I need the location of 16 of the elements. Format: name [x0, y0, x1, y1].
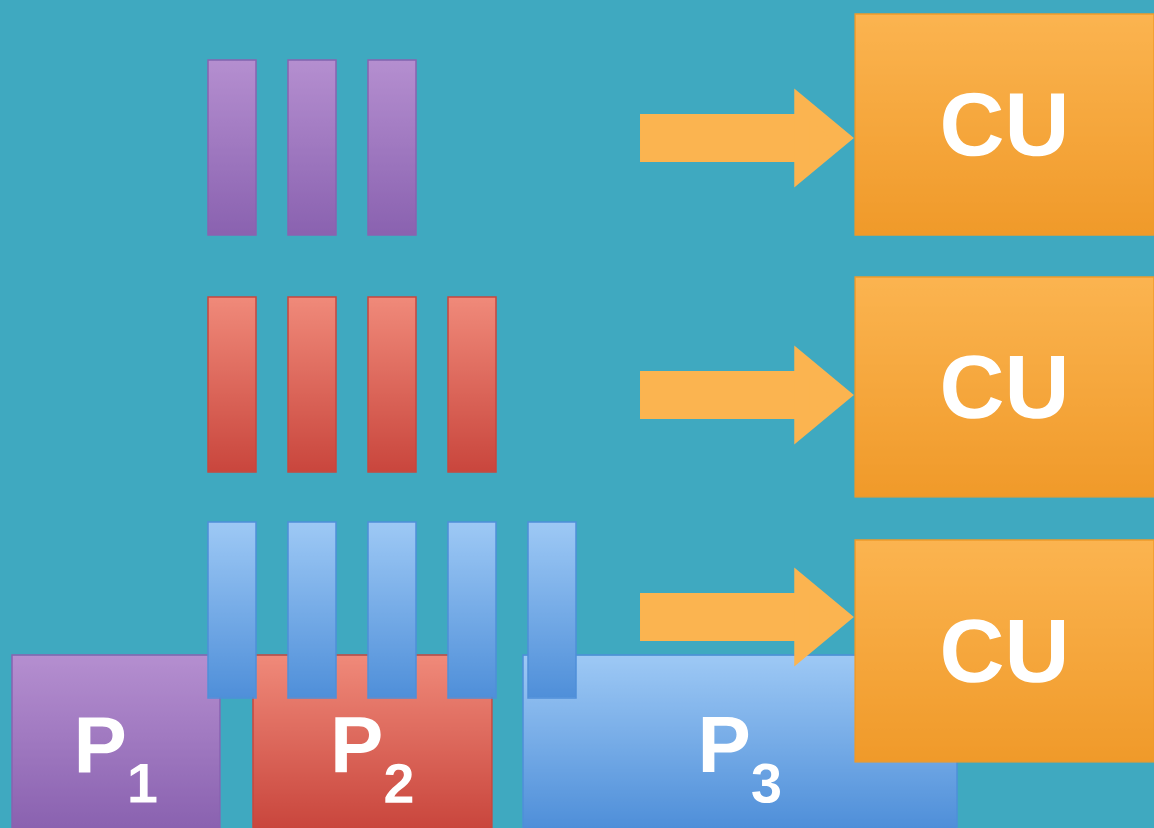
- bar: [207, 59, 257, 236]
- bar: [207, 296, 257, 473]
- process-box: P$_{1}$: [11, 654, 221, 828]
- bar: [287, 521, 337, 699]
- bar: [367, 59, 417, 236]
- bar: [447, 296, 497, 473]
- bar: [447, 521, 497, 699]
- process-box: CU: [854, 276, 1154, 498]
- bar: [287, 296, 337, 473]
- bar: [367, 296, 417, 473]
- bar: [367, 521, 417, 699]
- bar: [207, 521, 257, 699]
- bar: [527, 521, 577, 699]
- process-box: CU: [854, 13, 1154, 236]
- process-box: CU: [854, 539, 1154, 763]
- bar: [287, 59, 337, 236]
